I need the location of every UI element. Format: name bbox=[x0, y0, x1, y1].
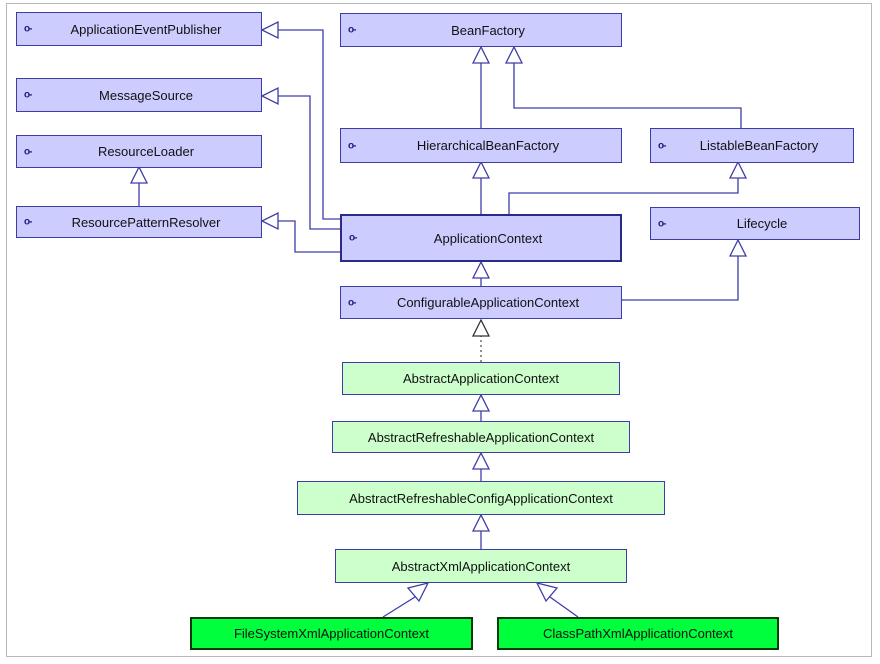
node-configurable-application-context[interactable]: o- ConfigurableApplicationContext bbox=[340, 286, 622, 319]
node-label: ConfigurableApplicationContext bbox=[396, 295, 580, 310]
node-bean-factory[interactable]: o- BeanFactory bbox=[340, 13, 622, 47]
arrowhead-abstractctx bbox=[471, 393, 491, 412]
arrowhead-lifecycle bbox=[728, 238, 748, 257]
arrowhead-beanfactory-a bbox=[471, 45, 491, 64]
node-label: AbstractXmlApplicationContext bbox=[391, 558, 571, 574]
arrowhead-listable bbox=[728, 160, 748, 179]
node-label: ResourcePatternResolver bbox=[71, 214, 221, 230]
arrowhead-configurable bbox=[471, 318, 491, 337]
arrowhead-refreshable bbox=[471, 451, 491, 470]
interface-icon: o- bbox=[24, 23, 33, 35]
node-abstract-refreshable-config-application-context[interactable]: AbstractRefreshableConfigApplicationCont… bbox=[297, 481, 665, 515]
node-abstract-xml-application-context[interactable]: AbstractXmlApplicationContext bbox=[335, 549, 627, 583]
arrowhead-xml-right bbox=[535, 582, 559, 603]
node-listable-bean-factory[interactable]: o- ListableBeanFactory bbox=[650, 128, 854, 163]
node-label: ApplicationContext bbox=[433, 230, 543, 246]
node-label: ListableBeanFactory bbox=[699, 138, 819, 153]
node-label: ResourceLoader bbox=[97, 144, 195, 159]
node-label: AbstractRefreshableConfigApplicationCont… bbox=[349, 490, 613, 506]
interface-icon: o- bbox=[658, 140, 667, 151]
interface-icon: o- bbox=[24, 216, 33, 228]
edge-appctx-to-resolver bbox=[278, 220, 342, 253]
edge-listable-to-beanfactory bbox=[513, 63, 742, 128]
node-label: FileSystemXmlApplicationContext bbox=[233, 626, 430, 641]
interface-icon: o- bbox=[24, 89, 33, 101]
edge-appctx-to-publisher bbox=[278, 29, 342, 220]
arrowhead-resolver bbox=[260, 211, 279, 231]
arrowhead-appctx bbox=[471, 260, 491, 279]
node-resource-loader[interactable]: o- ResourceLoader bbox=[16, 135, 262, 168]
edge-appctx-to-listable bbox=[508, 178, 739, 214]
node-resource-pattern-resolver[interactable]: o- ResourcePatternResolver bbox=[16, 206, 262, 238]
interface-icon: o- bbox=[658, 218, 667, 229]
node-lifecycle[interactable]: o- Lifecycle bbox=[650, 207, 860, 240]
node-label: MessageSource bbox=[99, 87, 193, 103]
node-hierarchical-bean-factory[interactable]: o- HierarchicalBeanFactory bbox=[340, 128, 622, 163]
arrowhead-xml-left bbox=[406, 582, 430, 603]
interface-icon: o- bbox=[24, 146, 33, 157]
interface-icon: o- bbox=[348, 297, 357, 308]
interface-icon: o- bbox=[349, 232, 358, 244]
node-file-system-xml-application-context[interactable]: FileSystemXmlApplicationContext bbox=[190, 617, 473, 650]
node-label: Lifecycle bbox=[736, 216, 788, 231]
node-label: ClassPathXmlApplicationContext bbox=[542, 626, 734, 641]
node-class-path-xml-application-context[interactable]: ClassPathXmlApplicationContext bbox=[497, 617, 779, 650]
node-abstract-refreshable-application-context[interactable]: AbstractRefreshableApplicationContext bbox=[332, 421, 630, 453]
node-label: ApplicationEventPublisher bbox=[70, 21, 222, 37]
arrowhead-hierarchical bbox=[471, 160, 491, 179]
edge-filesystem-to-xml bbox=[382, 596, 416, 618]
edge-configurable-to-lifecycle bbox=[620, 256, 739, 301]
node-label: BeanFactory bbox=[451, 22, 525, 38]
arrowhead-messagesource bbox=[260, 86, 279, 106]
diagram-frame bbox=[6, 3, 872, 657]
interface-icon: o- bbox=[348, 24, 357, 36]
node-label: AbstractRefreshableApplicationContext bbox=[367, 429, 595, 445]
node-application-context[interactable]: o- ApplicationContext bbox=[340, 214, 622, 262]
arrowhead-resourceloader bbox=[129, 165, 149, 184]
edge-classpath-to-xml bbox=[549, 596, 579, 618]
node-application-event-publisher[interactable]: o- ApplicationEventPublisher bbox=[16, 12, 262, 46]
arrowhead-refreshableconfig bbox=[471, 513, 491, 532]
edge-appctx-to-messagesource bbox=[278, 95, 342, 230]
node-label: HierarchicalBeanFactory bbox=[416, 138, 560, 153]
arrowhead-publisher bbox=[260, 20, 279, 40]
node-message-source[interactable]: o- MessageSource bbox=[16, 78, 262, 112]
arrowhead-beanfactory-b bbox=[504, 45, 524, 64]
node-abstract-application-context[interactable]: AbstractApplicationContext bbox=[342, 362, 620, 395]
interface-icon: o- bbox=[348, 140, 357, 151]
node-label: AbstractApplicationContext bbox=[402, 371, 560, 386]
